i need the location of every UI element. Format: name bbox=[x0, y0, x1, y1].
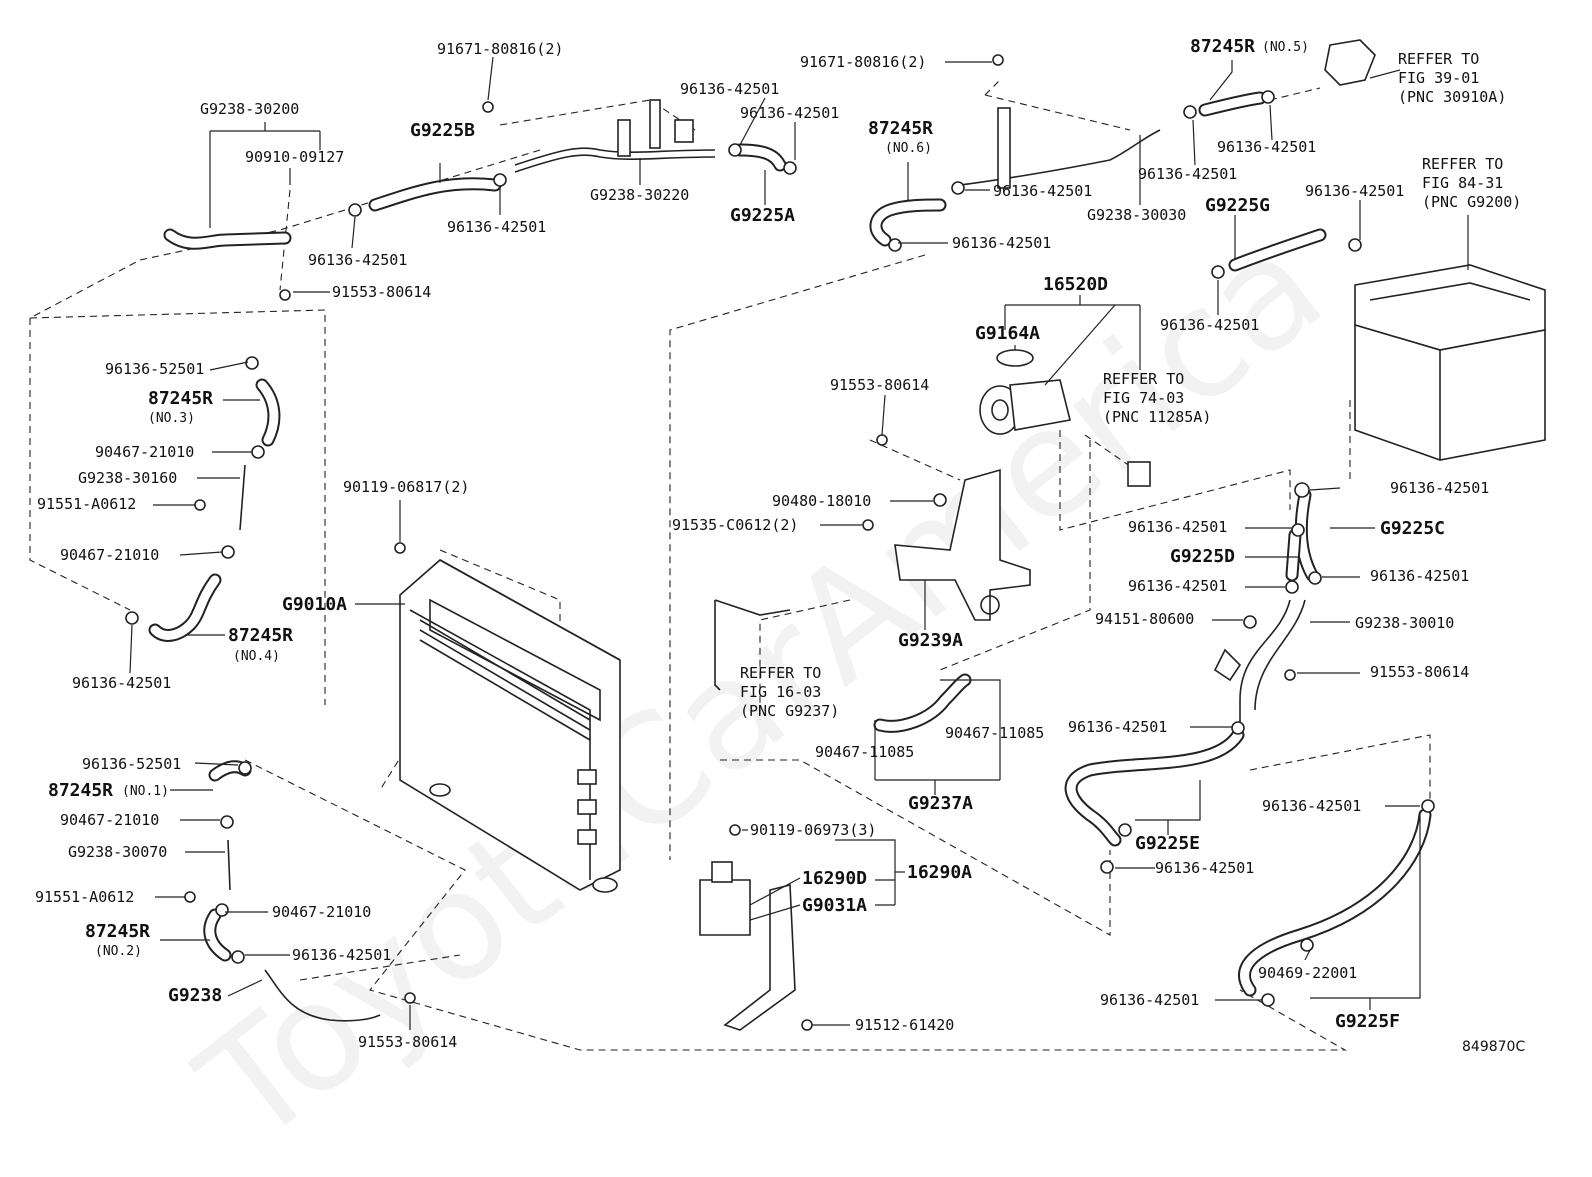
part-number-label: 96136-42501 bbox=[1217, 138, 1317, 156]
water-pump bbox=[979, 349, 1151, 487]
refer-to-note: REFFER TO FIG 74-03 (PNC 11285A) bbox=[1103, 370, 1212, 426]
part-number-label: 96136-42501 bbox=[1138, 165, 1238, 183]
part-number-label: 87245R bbox=[85, 921, 151, 942]
part-number-label: 91553-80614 bbox=[1370, 663, 1470, 681]
part-number-sublabel: (NO.3) bbox=[148, 411, 195, 426]
part-number-sublabel: (NO.6) bbox=[885, 141, 932, 156]
pump-bracket bbox=[894, 468, 1031, 621]
refer-to-note: REFFER TO FIG 84-31 (PNC G9200) bbox=[1422, 155, 1522, 211]
part-number-label: 96136-42501 bbox=[1128, 577, 1228, 595]
part-number-label: 91553-80614 bbox=[830, 376, 930, 394]
refer-to-note: REFFER TO FIG 39-01 (PNC 30910A) bbox=[1398, 50, 1507, 106]
part-number-label: 90467-21010 bbox=[60, 546, 160, 564]
part-number-label: 90119-06973(3) bbox=[750, 821, 877, 839]
part-number-label: 16520D bbox=[1043, 274, 1109, 295]
part-number-label: G9238-30070 bbox=[68, 843, 168, 861]
part-number-label: 91512-61420 bbox=[855, 1016, 955, 1034]
part-number-label: 16290A bbox=[907, 862, 973, 883]
radiator bbox=[399, 559, 621, 893]
part-number-label: G9225G bbox=[1205, 195, 1271, 216]
part-number-label: 91671-80816(2) bbox=[800, 53, 927, 71]
part-number-label: 90480-18010 bbox=[772, 492, 872, 510]
part-number-label: 87245R bbox=[868, 118, 934, 139]
part-number-label: G9164A bbox=[975, 323, 1041, 344]
part-number-label: 90467-21010 bbox=[95, 443, 195, 461]
callout-leader-lines bbox=[129, 56, 1469, 1030]
part-number-label: G9225C bbox=[1380, 518, 1446, 539]
part-number-label: G9238-30200 bbox=[200, 100, 300, 118]
part-number-label: G9238-30220 bbox=[590, 186, 690, 204]
part-number-label: G9238-30030 bbox=[1087, 206, 1187, 224]
part-number-label: 90467-21010 bbox=[60, 811, 160, 829]
part-number-label: 96136-42501 bbox=[1390, 479, 1490, 497]
part-number-label: 96136-42501 bbox=[1128, 518, 1228, 536]
part-number-label: 90469-22001 bbox=[1258, 964, 1358, 982]
part-number-label: 96136-42501 bbox=[1155, 859, 1255, 877]
part-number-label: 91553-80614 bbox=[358, 1033, 458, 1051]
part-number-label: 87245R bbox=[48, 780, 114, 801]
refer-to-note: REFFER TO FIG 16-03 (PNC G9237) bbox=[740, 664, 840, 720]
part-number-sublabel: (NO.4) bbox=[233, 649, 280, 664]
part-number-label: G9237A bbox=[908, 793, 974, 814]
part-number-label: G9031A bbox=[802, 895, 868, 916]
part-number-label: 90910-09127 bbox=[245, 148, 345, 166]
part-number-label: 91671-80816(2) bbox=[437, 40, 564, 58]
part-number-label: 87245R bbox=[228, 625, 294, 646]
part-number-label: 96136-52501 bbox=[105, 360, 205, 378]
part-number-label: 96136-42501 bbox=[993, 182, 1093, 200]
clamps-and-bolts bbox=[125, 54, 1435, 1031]
part-number-sublabel: (NO.1) bbox=[122, 784, 169, 799]
part-number-label: G9225A bbox=[730, 205, 796, 226]
part-number-label: 87245R bbox=[148, 388, 214, 409]
part-number-label: 91553-80614 bbox=[332, 283, 432, 301]
part-number-label: 90119-06817(2) bbox=[343, 478, 470, 496]
pump-module bbox=[699, 599, 972, 1031]
part-number-label: 96136-42501 bbox=[1305, 182, 1405, 200]
part-number-label: G9239A bbox=[898, 630, 964, 651]
part-number-label: 96136-42501 bbox=[952, 234, 1052, 252]
left-hose-assembly bbox=[148, 378, 381, 1022]
part-number-label: 91551-A0612 bbox=[35, 888, 135, 906]
part-number-label: 96136-42501 bbox=[680, 80, 780, 98]
part-number-label: 96136-42501 bbox=[1100, 991, 1200, 1009]
part-number-label: 16290D bbox=[802, 868, 868, 889]
part-number-label: G9225F bbox=[1335, 1011, 1401, 1032]
part-number-label: 90467-11085 bbox=[945, 724, 1045, 742]
part-number-sublabel: (NO.2) bbox=[95, 944, 142, 959]
part-number-label: G9238 bbox=[168, 985, 223, 1006]
part-number-label: 96136-52501 bbox=[82, 755, 182, 773]
part-number-label: 96136-42501 bbox=[292, 946, 392, 964]
part-number-label: G9238-30160 bbox=[78, 469, 178, 487]
parts-diagram-drawing bbox=[29, 39, 1546, 1051]
figure-code: 849870C bbox=[1462, 1039, 1526, 1055]
right-hose-assembly bbox=[1064, 488, 1432, 997]
part-number-label: 96136-42501 bbox=[740, 104, 840, 122]
part-number-label: G9225E bbox=[1135, 833, 1201, 854]
part-number-label: 87245R bbox=[1190, 36, 1256, 57]
part-number-label: G9225B bbox=[410, 120, 476, 141]
part-number-label: 96136-42501 bbox=[1160, 316, 1260, 334]
part-number-label: 96136-42501 bbox=[447, 218, 547, 236]
part-number-label: G9010A bbox=[282, 594, 348, 615]
part-number-label: 90467-21010 bbox=[272, 903, 372, 921]
part-number-label: G9225D bbox=[1170, 546, 1236, 567]
part-number-label: 96136-42501 bbox=[1068, 718, 1168, 736]
part-number-label: G9238-30010 bbox=[1355, 614, 1455, 632]
part-number-label: 91535-C0612(2) bbox=[672, 516, 799, 534]
part-number-label: 96136-42501 bbox=[1262, 797, 1362, 815]
part-number-label: 90467-11085 bbox=[815, 743, 915, 761]
part-number-label: 94151-80600 bbox=[1095, 610, 1195, 628]
part-number-label: 96136-42501 bbox=[308, 251, 408, 269]
part-number-sublabel: (NO.5) bbox=[1262, 40, 1309, 55]
part-number-label: 91551-A0612 bbox=[37, 495, 137, 513]
inverter-block bbox=[1354, 264, 1546, 461]
part-number-label: 96136-42501 bbox=[1370, 567, 1470, 585]
upper-hose-assembly bbox=[163, 39, 1376, 272]
part-number-label: 96136-42501 bbox=[72, 674, 172, 692]
